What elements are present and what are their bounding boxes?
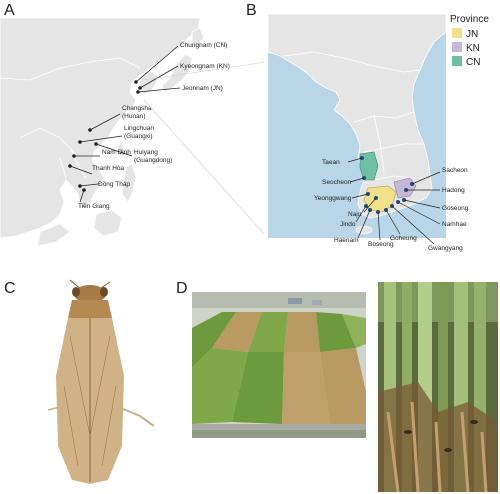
map-b-leaders	[347, 157, 441, 245]
panel-label-c: C	[4, 280, 16, 297]
aerial-field-6	[342, 314, 366, 348]
insect-leg	[115, 405, 155, 427]
insect-eye-left	[72, 287, 80, 297]
panel-label-a: A	[4, 2, 15, 19]
aerial-road	[192, 424, 366, 430]
legend-swatch-cn	[452, 56, 462, 66]
map-b-legend: Province JN KN CN	[450, 14, 489, 68]
stem-insect-3	[470, 420, 478, 424]
site-label-haenam: Haenam	[334, 237, 359, 244]
site-label-gwangyang: Gwangyang	[428, 245, 463, 252]
zoom-connector	[143, 61, 267, 237]
insect-wing-veins	[63, 335, 117, 467]
map-a-leaders	[69, 45, 181, 203]
site-label-guangxi: (Guangxi)	[124, 133, 153, 140]
stem-insect-2	[444, 448, 452, 452]
insect-head	[74, 285, 106, 303]
site-label-nam-dinh: Nam Định	[102, 149, 131, 156]
aerial-field-photo	[192, 292, 366, 438]
site-label-lingchuan: Lingchuan	[124, 125, 154, 132]
site-label-sacheon: Sacheon	[442, 167, 468, 174]
map-a-japan-north	[191, 27, 205, 47]
panel-label-b: B	[246, 2, 257, 19]
insect-leg-left	[47, 405, 65, 411]
legend-swatch-kn	[452, 42, 462, 52]
site-label-tien-giang: Tiền Giang	[78, 201, 110, 210]
aerial-field-7	[192, 348, 248, 424]
map-a-borneo	[93, 209, 123, 237]
map-korea: Taean Seocheon Sacheon Hadong Yeonggwang…	[264, 12, 500, 252]
site-label-boseong: Boseong	[368, 241, 394, 248]
legend-label-kn: KN	[466, 43, 480, 54]
insect-photo	[30, 276, 170, 490]
aerial-horizon	[192, 292, 366, 308]
stem-insect-1	[404, 430, 412, 434]
site-label-chungnam: Chungnam (CN)	[180, 42, 227, 49]
site-label-namhae: Namhae	[442, 221, 467, 228]
aerial-field-4	[284, 312, 320, 352]
site-label-changsha: Changsha	[122, 105, 152, 112]
map-a-sumatra	[37, 223, 71, 247]
zoom-line-top	[143, 61, 267, 81]
aerial-field-3	[248, 312, 288, 352]
insect-eye-right	[100, 287, 108, 297]
site-label-kyeongnam: Kyeongnam (KN)	[180, 63, 230, 70]
site-label-hunan: (Hunan)	[122, 113, 145, 120]
map-b-peninsula	[267, 13, 447, 219]
panel-label-d: D	[176, 280, 188, 297]
insect-pronotum	[68, 300, 112, 318]
site-label-yeonggwang: Yeonggwang	[314, 195, 352, 202]
site-label-jindo: Jindo	[340, 221, 356, 228]
legend-title: Province	[450, 14, 489, 25]
aerial-field-2	[212, 312, 262, 352]
legend-label-jn: JN	[466, 29, 478, 40]
site-label-taean: Taean	[322, 159, 340, 166]
site-label-dong-thap: Đồng Tháp	[98, 179, 130, 188]
map-east-asia: Chungnam (CN) Kyeongnam (KN) Jeonnam (JN…	[0, 18, 240, 250]
legend-swatch-jn	[452, 28, 462, 38]
map-a-philippines	[121, 163, 137, 203]
site-label-seocheon: Seocheon	[322, 179, 352, 186]
legend-label-cn: CN	[466, 57, 480, 68]
map-b-jeju	[355, 225, 373, 235]
site-label-hadong: Hadong	[442, 187, 465, 194]
rice-stem-photo	[378, 282, 498, 492]
stem-sheaths	[386, 401, 488, 492]
aerial-building-1	[288, 298, 302, 304]
map-a-japan	[161, 53, 193, 93]
aerial-field-10	[320, 348, 366, 424]
map-b-province-cn	[359, 151, 379, 181]
site-label-thanh-hoa: Thanh Hóa	[92, 165, 125, 172]
site-label-guangdong: (Guangdong)	[134, 157, 172, 164]
site-label-jeonnam: Jeonnam (JN)	[182, 85, 223, 92]
aerial-field-9	[282, 352, 330, 424]
map-b-borders	[283, 51, 424, 181]
site-label-goheung: Goheung	[390, 235, 417, 242]
site-label-naju: Naju	[348, 211, 362, 218]
zoom-line-bottom	[143, 99, 267, 237]
site-label-goseong: Goseong	[442, 205, 469, 212]
aerial-foreground	[192, 430, 366, 438]
aerial-field-8	[232, 352, 284, 424]
aerial-field-1	[192, 312, 236, 368]
site-label-huiyang: Huiyang	[134, 149, 158, 156]
aerial-field-5	[316, 312, 356, 352]
stem-4	[438, 282, 448, 492]
aerial-building-2	[312, 300, 322, 305]
